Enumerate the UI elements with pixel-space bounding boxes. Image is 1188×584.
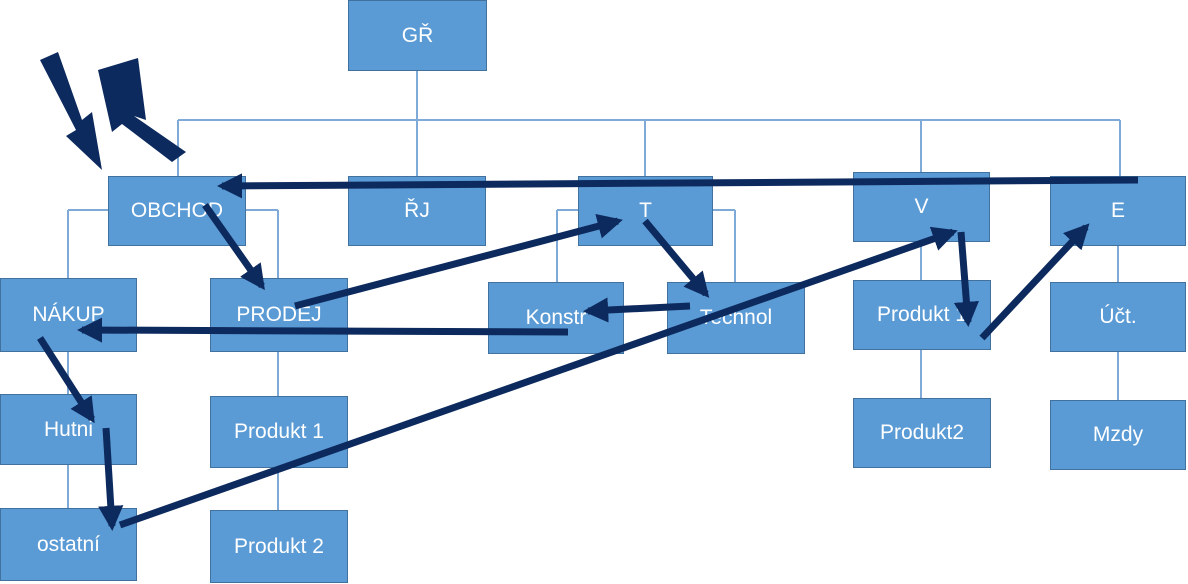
arrow-v-to-produkt [953,231,979,328]
box-hutni: Hutni [0,394,137,465]
box-prodej: PRODEJ [210,278,348,352]
box-produkt2: Produkt2 [853,398,991,468]
down-arrow-icon [40,52,102,170]
arrow-ostatni-to-v [118,226,958,529]
arrow-prodej-to-t [294,213,623,310]
arrow-nakup-to-hutni [37,336,95,424]
box-gr: GŘ [348,0,487,71]
box-mzdy: Mzdy [1050,400,1186,470]
arrow-technol-to-konstr [582,297,691,323]
arrow-produkt-to-e [979,223,1090,341]
arrow-e-to-obchod [216,173,1139,199]
box-produkt-v: Produkt 1 [853,280,991,350]
box-uct: Účt. [1050,282,1186,352]
box-konstr: Konstr [488,282,624,354]
arrow-hutni-to-ostatni [98,427,124,532]
up-arrow-icon [98,58,186,162]
arrow-konstr-to-nakup [76,317,569,343]
arrow-obchod-to-prodej [202,202,265,291]
arrow-t-to-technol [642,218,710,298]
box-produkt-2: Produkt 2 [210,510,348,583]
